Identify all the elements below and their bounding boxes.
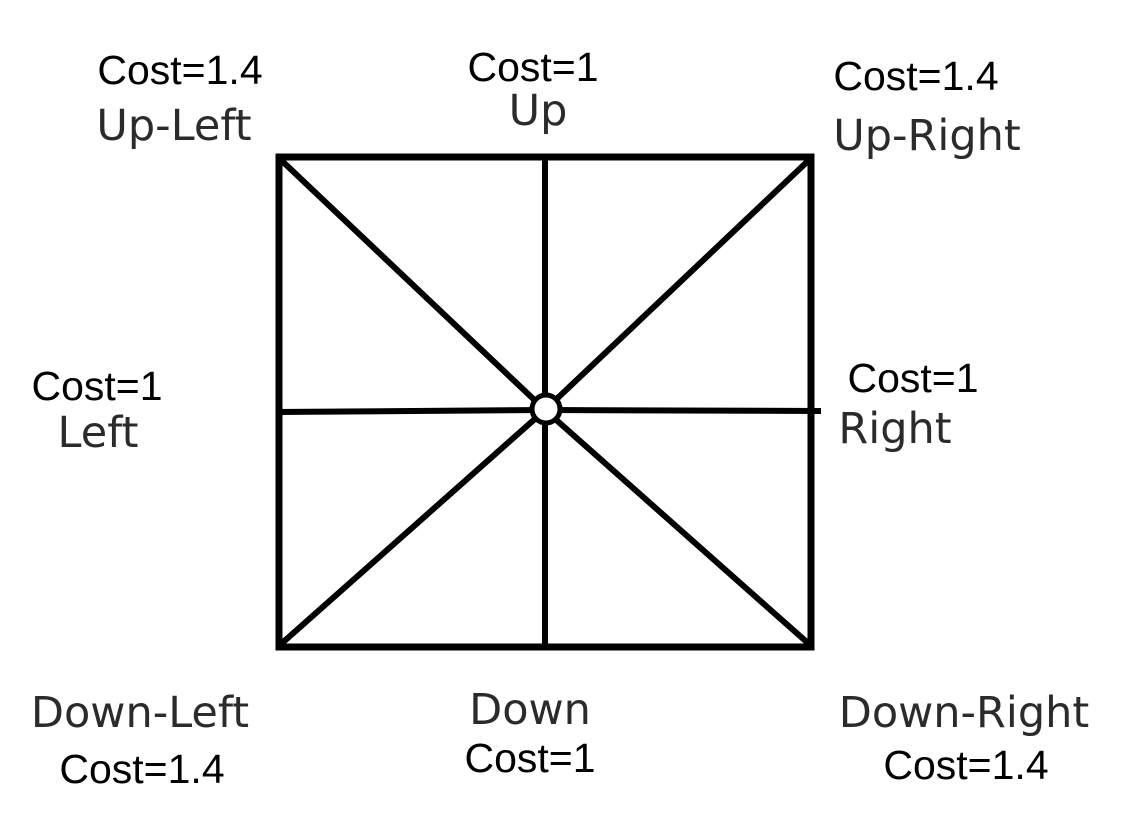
- up-right-label: Up-Right: [833, 111, 1021, 161]
- edge-left: [275, 406, 549, 416]
- right-label: Right: [838, 404, 951, 454]
- edge-right: [541, 406, 822, 415]
- down-label: Down: [469, 685, 591, 735]
- edge-up-left: [276, 155, 550, 415]
- edge-down-left: [276, 405, 550, 649]
- down-right-label: Down-Right: [839, 688, 1090, 738]
- up-left-cost: Cost=1.4: [97, 47, 262, 93]
- down-right-cost: Cost=1.4: [883, 742, 1048, 788]
- down-left-cost: Cost=1.4: [59, 746, 224, 792]
- center-node: [529, 392, 563, 426]
- up-cost: Cost=1: [467, 44, 598, 90]
- right-cost: Cost=1: [847, 355, 978, 401]
- down-left-label: Down-Left: [31, 688, 249, 738]
- up-left-label: Up-Left: [96, 101, 251, 151]
- left-cost: Cost=1: [31, 363, 162, 409]
- left-label: Left: [58, 408, 139, 458]
- edge-up-right: [540, 155, 814, 415]
- edge-down-right: [540, 405, 814, 649]
- down-cost: Cost=1: [464, 735, 595, 781]
- up-label: Up: [509, 86, 568, 136]
- up-right-cost: Cost=1.4: [833, 53, 998, 99]
